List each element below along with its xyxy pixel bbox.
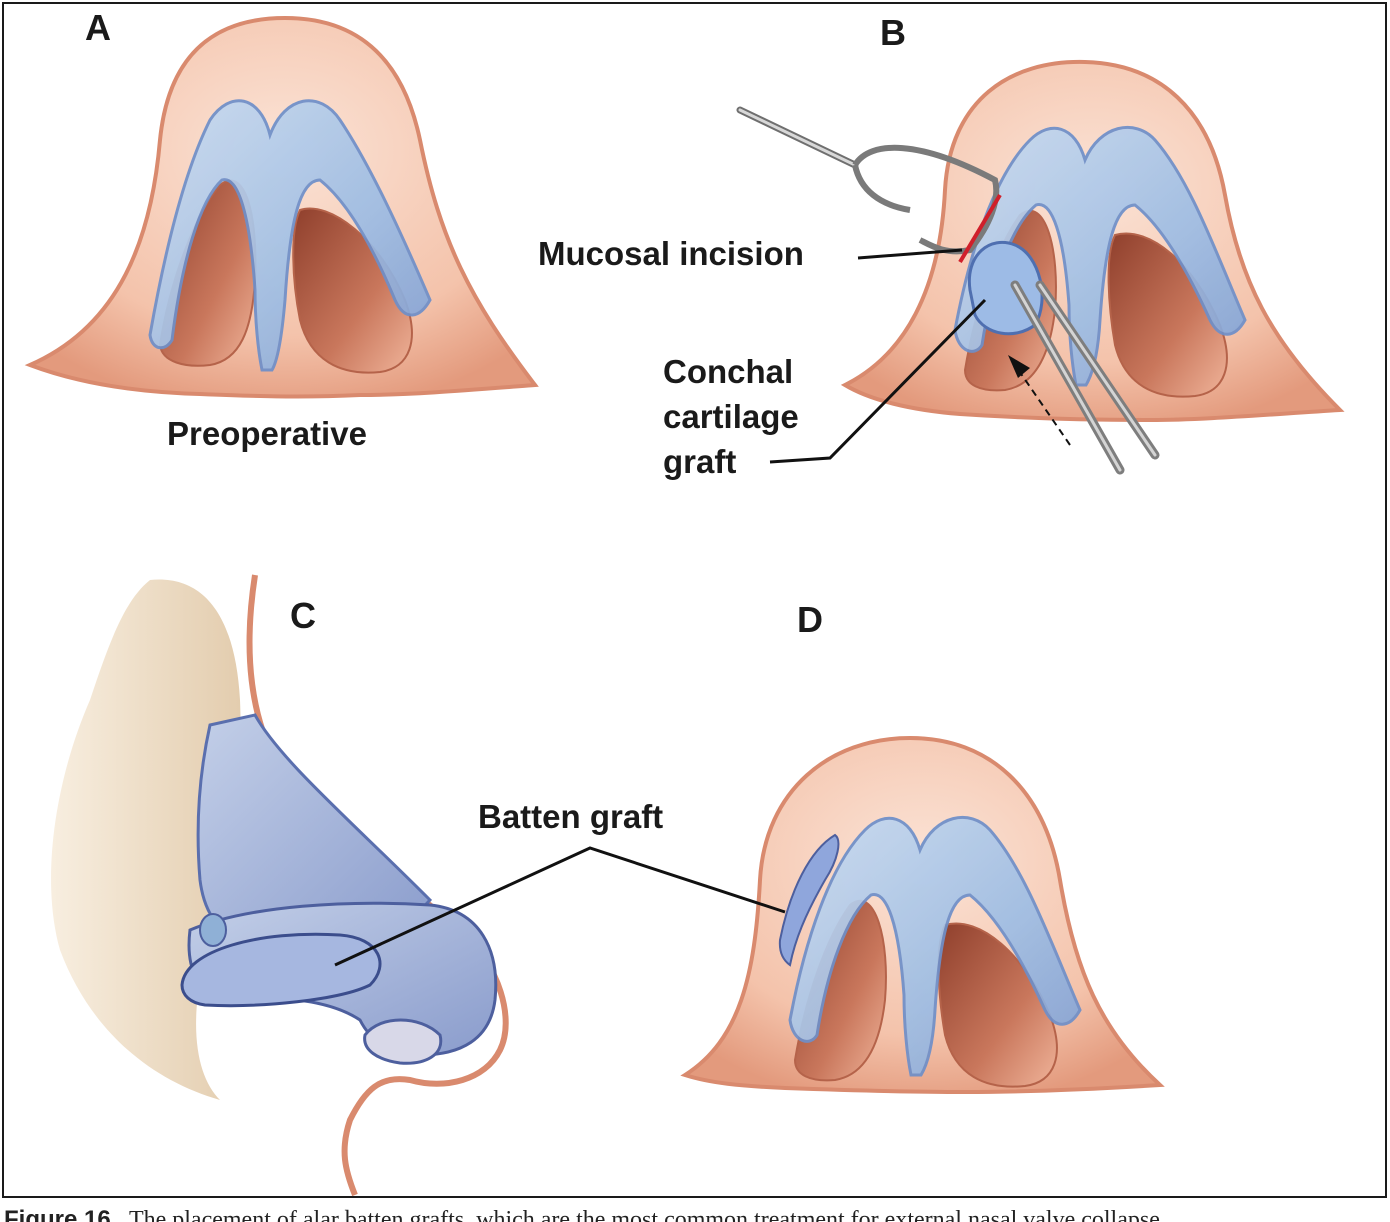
panel-b-cartilage [953, 125, 1247, 387]
panel-c-batten-graft [180, 932, 382, 1008]
panel-d-nostril-right [937, 922, 1058, 1088]
figure-number: Figure 16. [4, 1206, 118, 1222]
panel-b-incision-label: Mucosal incision [538, 235, 804, 272]
figure-caption-text: The placement of alar batten grafts, whi… [128, 1207, 1166, 1222]
panel-d-letter: D [797, 599, 823, 640]
panel-b-incision-leader [857, 248, 963, 260]
panel-d-batten-graft [778, 833, 840, 967]
panel-b-graft [967, 240, 1044, 336]
panel-b-incision-line [958, 193, 1002, 264]
panel-b-graft-label-line-1: Conchal [663, 353, 793, 390]
panel-c-side-view [51, 574, 509, 1197]
panel-b-retractor [736, 106, 1000, 255]
panel-b-arrow [1008, 355, 1071, 446]
panel-a-caption: Preoperative [167, 415, 367, 452]
panel-b-graft-label-line-2: cartilage [663, 398, 799, 435]
panel-a-letter: A [85, 7, 111, 48]
panel-c-sesamoid [199, 913, 227, 947]
panel-b-graft-label-line-3: graft [663, 443, 736, 480]
panel-d-nose [680, 735, 1165, 1095]
figure-frame [2, 2, 1387, 1198]
panel-b-forceps [1010, 280, 1160, 475]
panel-b-graft-leader [769, 298, 987, 464]
panel-d-cartilage [788, 815, 1082, 1077]
panel-a-nose [24, 15, 539, 399]
panel-b-letter: B [880, 12, 906, 53]
panel-c-letter: C [290, 595, 316, 636]
batten-graft-label: Batten graft [478, 798, 663, 835]
panel-a-cartilage [148, 99, 432, 372]
batten-graft-leader [334, 846, 786, 967]
panel-c-nostril [363, 1018, 443, 1065]
figure-caption: Figure 16. The placement of alar batten … [4, 1203, 1384, 1222]
